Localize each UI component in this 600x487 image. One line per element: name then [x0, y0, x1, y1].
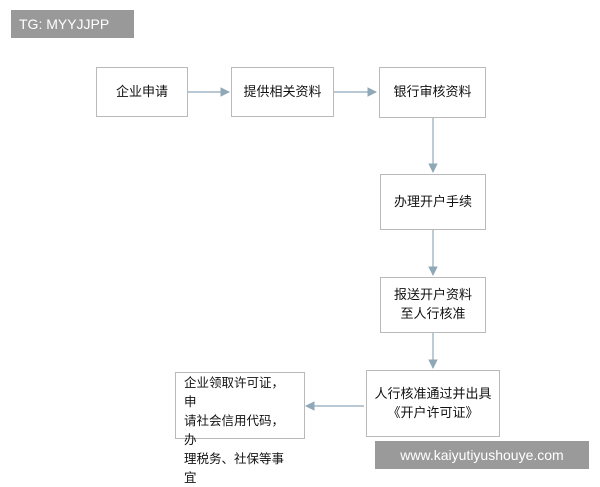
node-bank-review: 银行审核资料	[379, 67, 486, 118]
node-submit-line2: 至人行核准	[400, 307, 466, 322]
node-account-procedures: 办理开户手续	[380, 174, 486, 230]
node-submit-line1: 报送开户资料	[393, 288, 472, 303]
node-apply: 企业申请	[96, 67, 188, 117]
node-pboc-line1: 人行核准通过并出具	[374, 386, 492, 402]
node-bank-review-label: 银行审核资料	[393, 85, 472, 100]
node-final-line2: 请社会信用代码，办	[184, 413, 285, 447]
node-pboc-approval: 人行核准通过并出具 《开户许可证》	[366, 370, 500, 437]
watermark-top-badge: TG: MYYJJPP	[11, 10, 134, 38]
node-provide-docs-label: 提供相关资料	[243, 84, 322, 100]
node-final-line3: 理税务、社保等事宜	[184, 451, 285, 485]
node-account-procedures-label: 办理开户手续	[393, 194, 472, 210]
watermark-url-badge: www.kaiyutiyushouye.com	[375, 441, 589, 469]
node-pboc-line2: 《开户许可证》	[387, 405, 479, 421]
node-final-steps: 企业领取许可证，申 请社会信用代码，办 理税务、社保等事宜	[175, 372, 305, 485]
node-submit-to-pboc: 报送开户资料 至人行核准	[380, 277, 486, 333]
node-apply-label: 企业申请	[115, 84, 168, 100]
node-provide-docs: 提供相关资料	[231, 67, 334, 117]
node-final-line1: 企业领取许可证，申	[184, 375, 285, 409]
